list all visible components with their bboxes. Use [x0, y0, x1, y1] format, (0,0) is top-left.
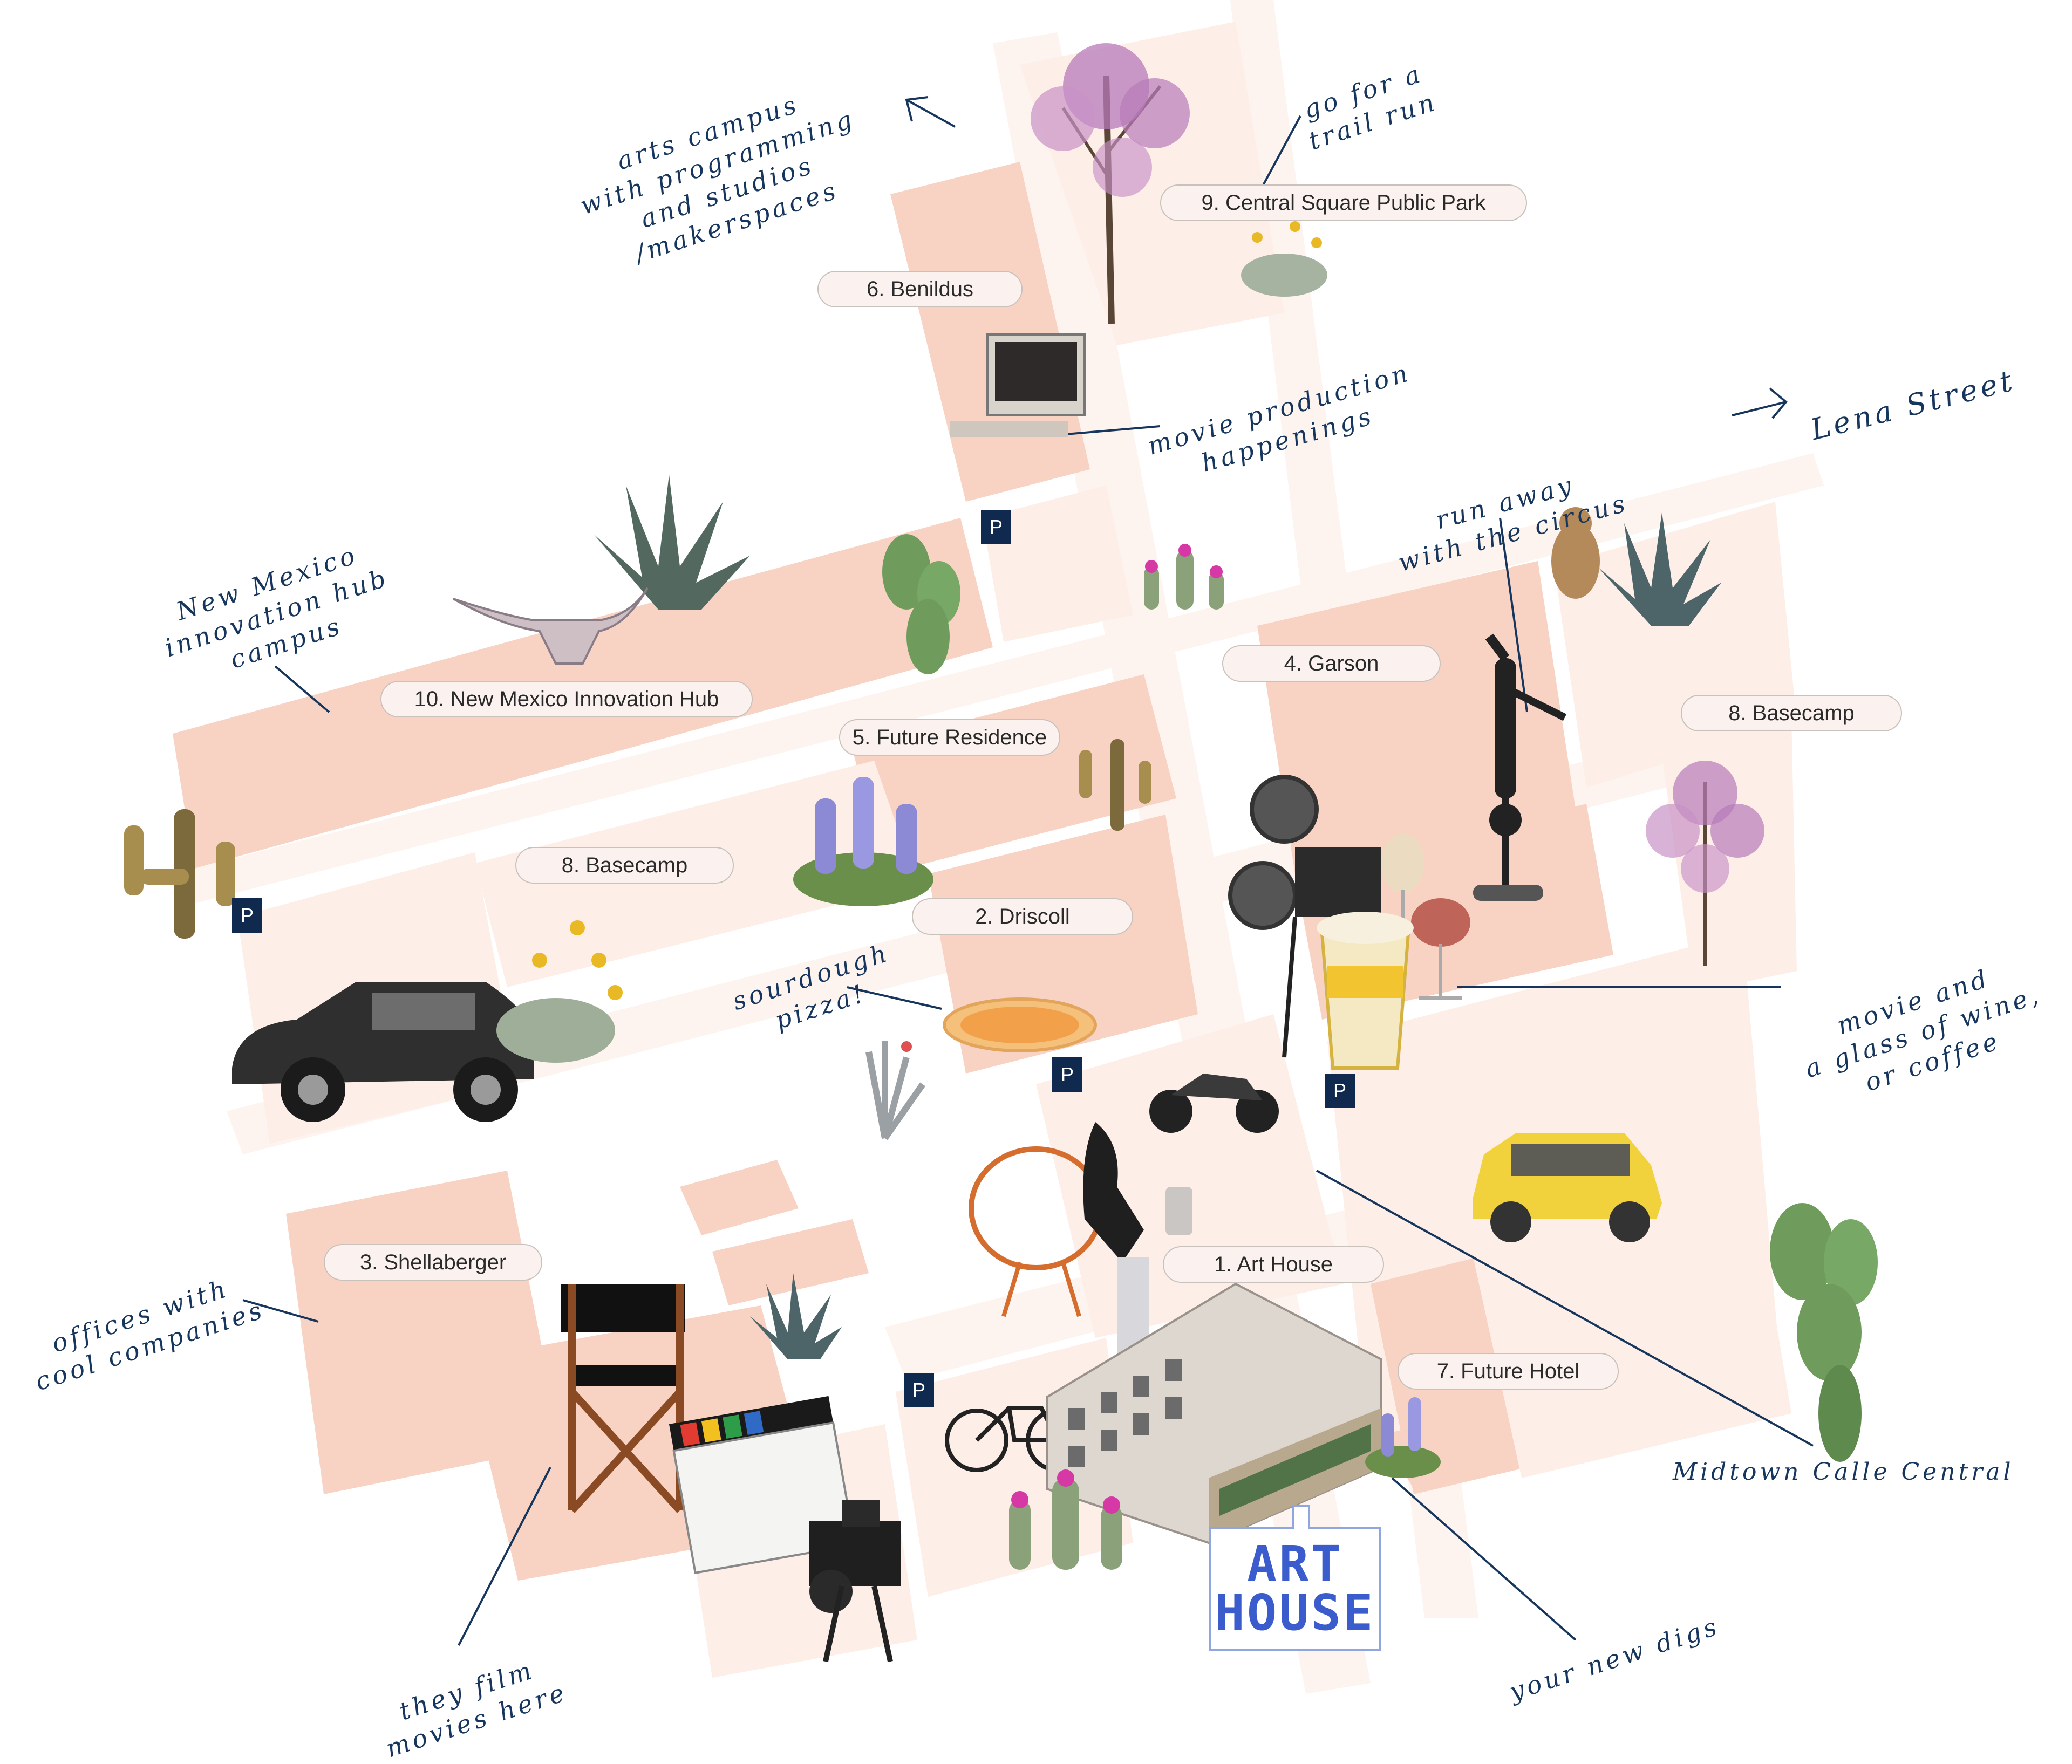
- prickly-pear-icon: [1770, 1203, 1878, 1462]
- leader-film: [458, 1467, 551, 1646]
- leader-digs: [1391, 1477, 1577, 1641]
- label-garson[interactable]: 4. Garson: [1222, 645, 1441, 682]
- agave-icon: [594, 475, 750, 610]
- label-innovation-hub[interactable]: 10. New Mexico Innovation Hub: [380, 681, 753, 717]
- leader-circus: [1499, 517, 1528, 713]
- hedgehog-cactus-icon: [1144, 544, 1224, 610]
- parking-marker[interactable]: P: [981, 510, 1011, 544]
- parking-marker[interactable]: P: [1052, 1057, 1082, 1092]
- computer-icon: [950, 333, 1086, 437]
- parking-marker[interactable]: P: [232, 898, 262, 933]
- vintage-car-icon: [232, 982, 534, 1122]
- hedgehog-cactus-icon: [1009, 1469, 1122, 1570]
- parking-marker[interactable]: P: [1325, 1074, 1355, 1108]
- block-small-a: [680, 1160, 799, 1235]
- logo-tip: [1292, 1505, 1310, 1529]
- cow-skull-icon: [453, 587, 649, 665]
- desert-flower-icon: [1241, 221, 1327, 297]
- parking-marker[interactable]: P: [904, 1373, 934, 1407]
- label-basecamp-west[interactable]: 8. Basecamp: [515, 847, 734, 884]
- neighborhood-map: P P P P P 9. Central Square Public Park …: [32, 0, 2044, 1763]
- mini-car-icon: [1473, 1133, 1662, 1242]
- label-art-house[interactable]: 1. Art House: [1163, 1246, 1384, 1283]
- cholla-icon: [1079, 739, 1151, 831]
- map-canvas: [124, 0, 1878, 1694]
- leader-pizza: [847, 986, 942, 1010]
- note-midtown: Midtown Calle Central: [1673, 1458, 2014, 1486]
- pizza-icon: [943, 997, 1097, 1052]
- motorcycle-icon: [1149, 1074, 1279, 1133]
- block-small-b: [712, 1219, 869, 1305]
- movie-projector-icon: [1228, 775, 1381, 1058]
- desert-flower-icon: [865, 1041, 925, 1140]
- cinema-camera-icon: [809, 1500, 901, 1663]
- label-benildus[interactable]: 6. Benildus: [817, 271, 1023, 307]
- redbud-tree-icon: [1031, 43, 1190, 324]
- arrow-northwest-icon: [905, 96, 956, 128]
- prairie-dog-icon: [1551, 507, 1600, 599]
- desert-flower-icon: [496, 920, 623, 1063]
- label-shellaberger[interactable]: 3. Shellaberger: [324, 1244, 542, 1281]
- lena-street: [173, 453, 1824, 906]
- label-future-residence[interactable]: 5. Future Residence: [839, 719, 1060, 756]
- lupine-icon: [793, 777, 933, 906]
- art-house-logo: ART HOUSE: [1209, 1505, 1381, 1651]
- leader-movie-production: [1065, 425, 1161, 435]
- direction-arrows: [905, 96, 1788, 419]
- cholla-icon: [124, 809, 235, 939]
- leader-lines: [242, 115, 1814, 1646]
- wine-glass-icon: [1411, 898, 1470, 1000]
- block-benildus: [890, 162, 1090, 502]
- label-central-square[interactable]: 9. Central Square Public Park: [1160, 184, 1527, 221]
- label-basecamp-east[interactable]: 8. Basecamp: [1681, 695, 1902, 731]
- logo-line-house: HOUSE: [1215, 1584, 1375, 1642]
- leader-trail-run: [1262, 115, 1301, 187]
- leader-innovation: [274, 665, 330, 713]
- prickly-pear-icon: [882, 534, 960, 674]
- label-driscoll[interactable]: 2. Driscoll: [912, 898, 1133, 935]
- apartment-building-icon: [1046, 1282, 1382, 1544]
- arrow-east-icon: [1732, 387, 1788, 419]
- leader-offices: [242, 1299, 319, 1323]
- leader-midtown: [1316, 1170, 1814, 1447]
- label-future-hotel[interactable]: 7. Future Hotel: [1398, 1353, 1619, 1390]
- lupine-icon: [1365, 1397, 1441, 1478]
- block-future-residence: [853, 674, 1176, 874]
- agave-icon: [750, 1273, 842, 1359]
- popcorn-icon: [1317, 912, 1414, 1070]
- block-parking-north: [982, 486, 1133, 642]
- woman-on-chair-icon: [969, 1122, 1192, 1354]
- handstand-performer-icon: [1473, 633, 1567, 901]
- agave-icon: [1597, 512, 1721, 626]
- block-future-hotel-b: [1473, 1187, 1791, 1478]
- logo-line-art: ART: [1246, 1535, 1344, 1593]
- redbud-tree-icon: [1646, 761, 1764, 966]
